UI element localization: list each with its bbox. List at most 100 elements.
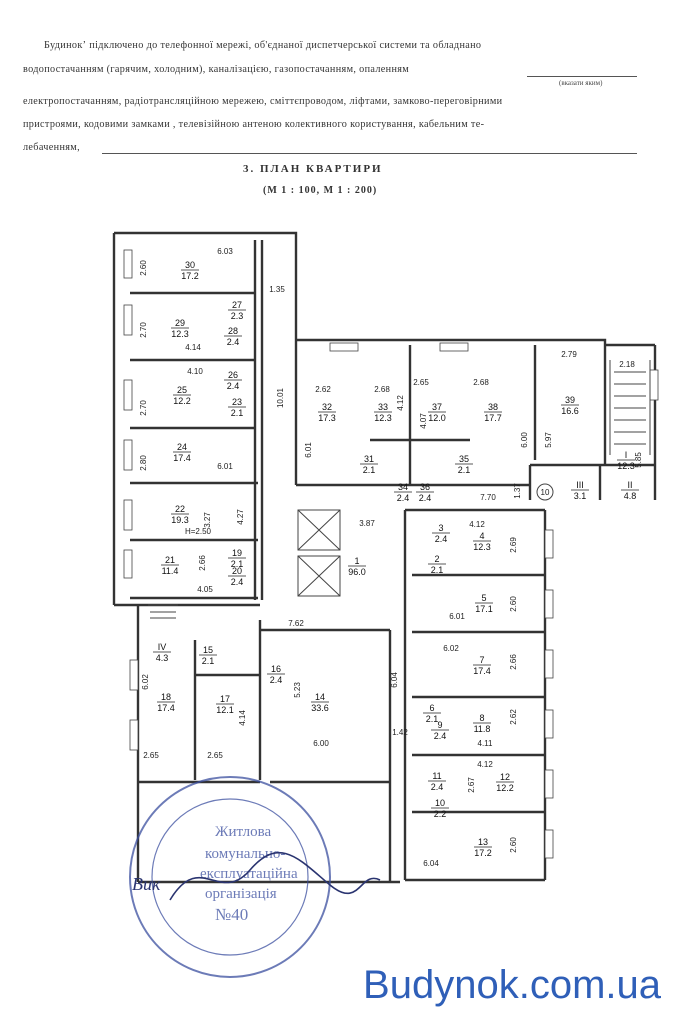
marker-10: 10	[536, 483, 554, 501]
room-number: 24	[177, 442, 187, 452]
dimension-label: 1.37	[513, 483, 522, 499]
svg-text:організація: організація	[205, 886, 277, 902]
fill-line-heating	[527, 76, 637, 77]
dimension-label: 4.14	[238, 710, 247, 726]
room-area: 12.2	[173, 396, 191, 406]
room-area: 2.1	[231, 559, 244, 569]
room-area: 2.1	[431, 565, 444, 575]
dimension-label: 2.60	[509, 837, 518, 853]
site-watermark: Budynok.com.ua	[363, 963, 661, 1007]
room-area: 2.1	[458, 465, 471, 475]
room-number: 28	[228, 326, 238, 336]
dimension-label: 4.05	[197, 585, 213, 594]
dimension-label: 1.42	[392, 728, 408, 737]
room-number: 20	[232, 566, 242, 576]
room-area: 12.1	[216, 705, 234, 715]
svg-text:експлуатаційна: експлуатаційна	[200, 866, 298, 882]
dimension-label: 6.01	[449, 612, 465, 621]
dimension-label: 6.00	[313, 739, 329, 748]
room-area: 17.2	[474, 848, 492, 858]
room-area: 12.3	[617, 461, 635, 471]
room-number: 30	[185, 260, 195, 270]
dimension-label: 6.02	[141, 674, 150, 690]
room-area: 16.6	[561, 406, 579, 416]
fill-line-cable	[102, 153, 637, 154]
svg-text:Житлова: Житлова	[215, 824, 272, 840]
staircase	[148, 360, 651, 619]
dimension-label: 10.01	[276, 387, 285, 408]
room-area: 3.1	[574, 491, 587, 501]
room-area: 2.4	[435, 534, 448, 544]
room-number: 6	[429, 703, 434, 713]
section-title: 3. ПЛАН КВАРТИРИ	[243, 163, 383, 175]
room-number: 15	[203, 645, 213, 655]
room-area: 4.8	[624, 491, 637, 501]
room-number: 9	[437, 720, 442, 730]
dimension-label: 2.60	[509, 596, 518, 612]
room-area: 2.4	[397, 493, 410, 503]
room-area: 2.1	[202, 656, 215, 666]
dimension-label: 2.66	[198, 555, 207, 571]
room-note: H=2.50	[185, 527, 212, 536]
dimension-label: 3.87	[359, 519, 375, 528]
room-number: II	[627, 480, 632, 490]
dimension-label: 4.27	[236, 509, 245, 525]
room-area: 17.2	[181, 271, 199, 281]
header-line-2: водопостачанням (гарячим, холодним), кан…	[23, 64, 410, 75]
dimension-label: 2.79	[561, 350, 577, 359]
room-number: 4	[479, 531, 484, 541]
room-number: 3	[438, 523, 443, 533]
dimension-label: 2.65	[207, 751, 223, 760]
dimension-label: 6.02	[443, 644, 459, 653]
room-area: 2.4	[270, 675, 283, 685]
room-area: 19.3	[171, 515, 189, 525]
room-number: 29	[175, 318, 185, 328]
room-number: 16	[271, 664, 281, 674]
room-number: 38	[488, 402, 498, 412]
room-area: 17.3	[318, 413, 336, 423]
room-number: 18	[161, 692, 171, 702]
room-number: 1	[354, 556, 359, 566]
room-number: I	[625, 450, 628, 460]
room-number: 11	[432, 771, 441, 781]
room-area: 12.2	[496, 783, 514, 793]
signature: Вик	[132, 851, 381, 901]
room-number: 25	[177, 385, 187, 395]
room-number: 36	[420, 482, 430, 492]
room-number: 8	[479, 713, 484, 723]
room-number: 5	[481, 593, 486, 603]
svg-text:10: 10	[541, 488, 550, 497]
room-number: 13	[478, 837, 488, 847]
header-line-4: пристроями, кодовими замками , телевізій…	[23, 119, 485, 130]
svg-text:Вик: Вик	[132, 874, 161, 894]
room-area: 2.2	[434, 809, 447, 819]
dimension-label: 7.62	[288, 619, 304, 628]
dimension-label: 5.23	[293, 682, 302, 698]
room-area: 11.8	[474, 724, 491, 734]
room-area: 2.1	[363, 465, 376, 475]
room-number: 31	[364, 454, 374, 464]
room-area: 2.4	[434, 731, 447, 741]
room-area: 12.3	[374, 413, 392, 423]
room-area: 2.1	[231, 408, 244, 418]
dimension-label: 6.00	[520, 432, 529, 448]
dimension-label: 1.35	[269, 285, 285, 294]
dimension-label: 2.68	[374, 385, 390, 394]
room-number: 33	[378, 402, 388, 412]
dimension-label: 6.03	[217, 247, 233, 256]
room-number: 22	[175, 504, 185, 514]
room-area: 2.4	[231, 577, 244, 587]
dimension-label: 2.62	[509, 709, 518, 725]
room-area: 2.4	[227, 381, 240, 391]
windows	[123, 249, 659, 859]
room-area: 17.4	[473, 666, 491, 676]
dimension-label: 6.04	[390, 672, 399, 688]
room-area: 2.3	[231, 311, 244, 321]
lift-shafts	[297, 509, 341, 597]
dimension-label: 2.65	[143, 751, 159, 760]
room-number: 10	[435, 798, 445, 808]
room-number: 14	[315, 692, 325, 702]
room-area: 2.4	[227, 337, 240, 347]
